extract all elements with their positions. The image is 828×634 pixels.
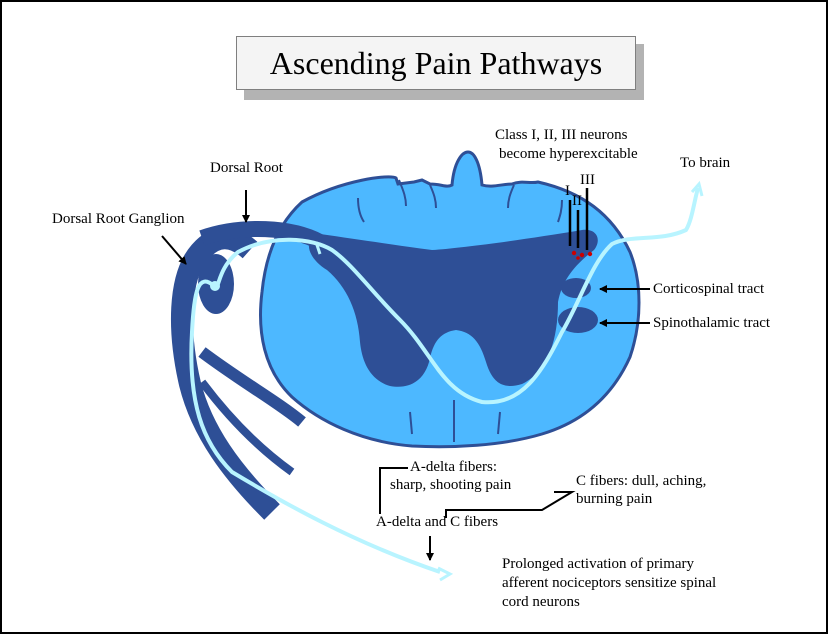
- neurons-label-line2: become hyperexcitable: [499, 145, 638, 163]
- neuron-dot-4: [576, 256, 580, 260]
- prolonged-label-line3: cord neurons: [502, 593, 580, 611]
- corticospinal-label: Corticospinal tract: [653, 280, 764, 298]
- neuron-dot-1: [572, 251, 576, 255]
- neurons-label-line1: Class I, II, III neurons: [495, 126, 627, 144]
- lamina-label-3: III: [580, 171, 595, 189]
- ganglion-cell-body: [210, 281, 220, 291]
- adelta-label-line1: A-delta fibers:: [410, 458, 497, 476]
- cfiber-label-line1: C fibers: dull, aching,: [576, 472, 706, 490]
- lamina-label-1: I: [565, 182, 570, 200]
- cfiber-label-line2: burning pain: [576, 490, 652, 508]
- drg-arrow: [162, 236, 186, 264]
- prolonged-label-line1: Prolonged activation of primary: [502, 555, 694, 573]
- fiber-end: [438, 568, 450, 580]
- adelta-label-line2: sharp, shooting pain: [390, 476, 511, 494]
- lamina-label-2: II: [572, 192, 582, 210]
- spinothalamic-label: Spinothalamic tract: [653, 314, 770, 332]
- neuron-dot-2: [580, 253, 584, 257]
- drg-label: Dorsal Root Ganglion: [52, 210, 185, 228]
- fibers-label: A-delta and C fibers: [376, 513, 498, 531]
- prolonged-label-line2: afferent nociceptors sensitize spinal: [502, 574, 716, 592]
- dorsal-root-label: Dorsal Root: [210, 159, 283, 177]
- neuron-dot-3: [588, 252, 592, 256]
- page-title: Ascending Pain Pathways: [236, 36, 636, 90]
- to-brain-label: To brain: [680, 154, 730, 172]
